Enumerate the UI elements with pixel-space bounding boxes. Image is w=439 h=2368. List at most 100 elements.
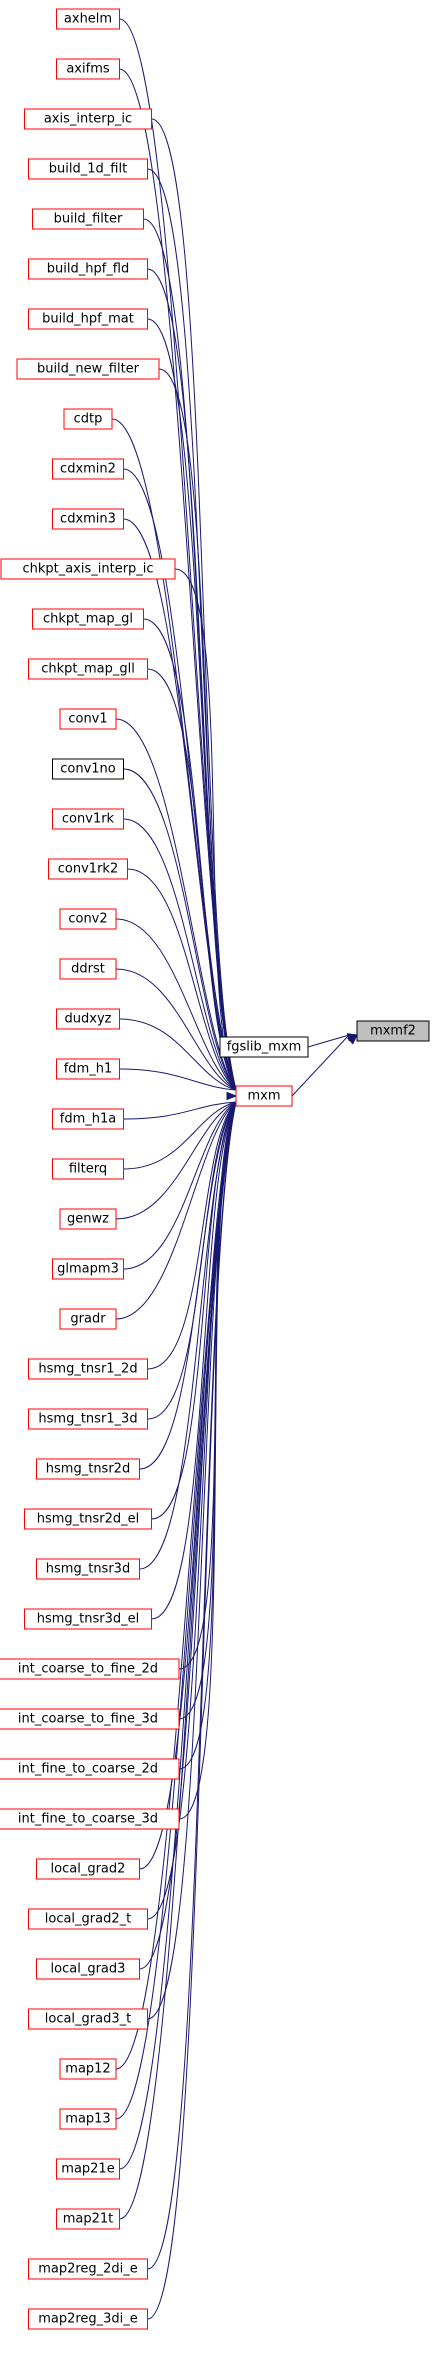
node-local-grad3[interactable]: local_grad3 <box>36 1958 140 1980</box>
edge-local-grad2-to-mxm <box>139 1101 237 1870</box>
node-label: int_fine_to_coarse_3d <box>18 1812 158 1827</box>
node-label: glmapm3 <box>57 1262 119 1277</box>
node-fdm-h1[interactable]: fdm_h1 <box>56 1058 120 1080</box>
node-int-fine-to-coarse-2d[interactable]: int_fine_to_coarse_2d <box>0 1758 180 1780</box>
node-label: conv1 <box>68 712 107 727</box>
node-map2reg-3di-e[interactable]: map2reg_3di_e <box>28 2308 148 2330</box>
edge-conv2-to-mxm <box>115 918 237 1091</box>
edge-genwz-to-mxm <box>115 1101 237 1220</box>
node-hsmg-tnsr2d[interactable]: hsmg_tnsr2d <box>36 1458 140 1480</box>
node-map21e[interactable]: map21e <box>56 2158 120 2180</box>
node-build-new-filter[interactable]: build_new_filter <box>16 358 160 380</box>
node-label: build_hpf_fld <box>47 262 129 277</box>
node-label: ddrst <box>71 962 105 977</box>
node-conv2[interactable]: conv2 <box>59 908 117 930</box>
node-conv1rk[interactable]: conv1rk <box>52 808 124 830</box>
edge-dudxyz-to-mxm <box>119 1018 237 1091</box>
node-local-grad3-t[interactable]: local_grad3_t <box>28 2008 148 2030</box>
edge-ddrst-to-mxm <box>115 968 237 1091</box>
node-glmapm3[interactable]: glmapm3 <box>52 1258 124 1280</box>
node-hsmg-tnsr3d-el[interactable]: hsmg_tnsr3d_el <box>24 1608 152 1630</box>
node-cdxmin2[interactable]: cdxmin2 <box>52 458 124 480</box>
node-int-coarse-to-fine-2d[interactable]: int_coarse_to_fine_2d <box>0 1658 180 1680</box>
node-label: chkpt_map_gll <box>41 662 135 677</box>
node-hsmg-tnsr1-3d[interactable]: hsmg_tnsr1_3d <box>28 1408 148 1430</box>
node-map12[interactable]: map12 <box>59 2058 117 2080</box>
graph-nodes: fgslib_mxm mxm mxmf2 axhelm axifms axis_in… <box>0 8 430 2330</box>
node-label: build_1d_filt <box>49 162 127 177</box>
arrowhead-icon <box>226 1091 238 1101</box>
node-label: build_hpf_mat <box>42 312 134 327</box>
edge-filterq-to-mxm <box>123 1101 237 1170</box>
node-label: map2reg_2di_e <box>38 2262 138 2277</box>
edge-cdxmin3-to-mxm <box>123 518 237 1091</box>
node-fgslib-mxm[interactable]: fgslib_mxm <box>219 1036 309 1058</box>
node-map2reg-2di-e[interactable]: map2reg_2di_e <box>28 2258 148 2280</box>
node-chkpt-axis-interp-ic[interactable]: chkpt_axis_interp_ic <box>0 558 176 580</box>
node-build-hpf-fld[interactable]: build_hpf_fld <box>28 258 148 280</box>
node-label: local_grad2 <box>51 1862 126 1877</box>
edge-hsmg-tnsr3d-to-mxm <box>139 1101 237 1570</box>
node-ddrst[interactable]: ddrst <box>59 958 117 980</box>
edge-build-filter-to-mxm <box>143 218 237 1091</box>
node-label: dudxyz <box>65 1012 112 1027</box>
node-cdxmin3[interactable]: cdxmin3 <box>52 508 124 530</box>
node-local-grad2-t[interactable]: local_grad2_t <box>28 1908 148 1930</box>
node-label-mxm: mxm <box>247 1089 280 1104</box>
node-label: int_fine_to_coarse_2d <box>18 1762 158 1777</box>
node-conv1[interactable]: conv1 <box>59 708 117 730</box>
node-hsmg-tnsr3d[interactable]: hsmg_tnsr3d <box>36 1558 140 1580</box>
node-label: conv1rk2 <box>58 862 118 877</box>
edge-fdm-h1-to-mxm <box>119 1068 237 1091</box>
node-label: map21t <box>63 2212 114 2227</box>
node-dudxyz[interactable]: dudxyz <box>56 1008 120 1030</box>
node-label: map13 <box>65 2112 110 2127</box>
node-label: int_coarse_to_fine_2d <box>18 1662 158 1677</box>
node-label: hsmg_tnsr3d <box>46 1562 130 1577</box>
edge-hsmg-tnsr2d-to-mxm <box>139 1101 237 1470</box>
node-filterq[interactable]: filterq <box>52 1158 124 1180</box>
node-label: chkpt_axis_interp_ic <box>22 562 153 577</box>
node-int-coarse-to-fine-3d[interactable]: int_coarse_to_fine_3d <box>0 1708 180 1730</box>
node-mxm[interactable]: mxm <box>235 1085 293 1107</box>
node-cdtp[interactable]: cdtp <box>63 408 113 430</box>
node-label: chkpt_map_gl <box>43 612 133 627</box>
node-label: conv2 <box>68 912 107 927</box>
edge-gradr-to-mxm <box>115 1101 237 1320</box>
node-label: hsmg_tnsr2d <box>46 1462 130 1477</box>
node-conv1no[interactable]: conv1no <box>52 758 124 780</box>
node-build-hpf-mat[interactable]: build_hpf_mat <box>28 308 148 330</box>
node-mxmf2-target[interactable]: mxmf2 <box>356 1020 430 1042</box>
node-label: local_grad3 <box>51 1962 126 1977</box>
edge-map21t-to-mxm <box>119 1101 237 2220</box>
node-conv1rk2[interactable]: conv1rk2 <box>48 858 128 880</box>
node-label: conv1rk <box>62 812 115 827</box>
node-hsmg-tnsr2d-el[interactable]: hsmg_tnsr2d_el <box>24 1508 152 1530</box>
node-axhelm[interactable]: axhelm <box>56 8 120 30</box>
node-genwz[interactable]: genwz <box>59 1208 117 1230</box>
node-map21t[interactable]: map21t <box>56 2208 120 2230</box>
node-build-1d-filt[interactable]: build_1d_filt <box>28 158 148 180</box>
node-axifms[interactable]: axifms <box>56 58 120 80</box>
node-int-fine-to-coarse-3d[interactable]: int_fine_to_coarse_3d <box>0 1808 180 1830</box>
node-hsmg-tnsr1-2d[interactable]: hsmg_tnsr1_2d <box>28 1358 148 1380</box>
node-map13[interactable]: map13 <box>59 2108 117 2130</box>
node-fdm-h1a[interactable]: fdm_h1a <box>52 1108 124 1130</box>
node-axis-interp-ic[interactable]: axis_interp_ic <box>24 108 152 130</box>
node-chkpt-map-gll[interactable]: chkpt_map_gll <box>28 658 148 680</box>
node-label: build_new_filter <box>37 362 140 377</box>
edge-cdxmin2-to-mxm <box>123 468 237 1091</box>
edge-hsmg-tnsr3d-el-to-mxm <box>151 1101 237 1620</box>
node-local-grad2[interactable]: local_grad2 <box>36 1858 140 1880</box>
node-label: axhelm <box>64 12 112 27</box>
node-label: cdxmin2 <box>60 462 116 477</box>
edge-map21e-to-mxm <box>119 1101 237 2170</box>
node-gradr[interactable]: gradr <box>59 1308 117 1330</box>
edge-build-hpf-fld-to-mxm <box>147 268 237 1091</box>
edge-build-new-filter-to-mxm <box>158 368 237 1091</box>
node-chkpt-map-gl[interactable]: chkpt_map_gl <box>32 608 144 630</box>
edge-glmapm3-to-mxm <box>123 1101 237 1270</box>
edge-conv1rk-to-mxm <box>123 818 237 1091</box>
node-build-filter[interactable]: build_filter <box>32 208 144 230</box>
edge-hsmg-tnsr1-2d-to-mxm <box>147 1101 237 1370</box>
